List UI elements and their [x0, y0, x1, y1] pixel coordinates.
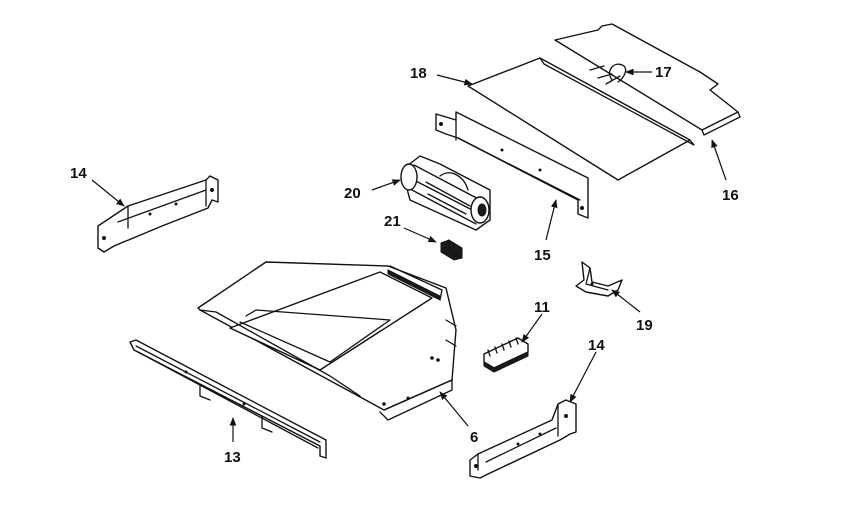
callout-top-panel: 16 — [722, 187, 739, 204]
callout-wire-clip: 17 — [655, 64, 672, 81]
callout-top-cover: 18 — [410, 65, 427, 82]
callout-mount-bracket: 19 — [636, 317, 653, 334]
part-blower-fan[interactable] — [400, 155, 491, 231]
callout-duct-assembly: 6 — [470, 429, 478, 446]
part-left-side-bracket[interactable] — [97, 175, 219, 253]
callout-labels: 18 17 16 15 20 21 14 19 11 14 6 13 — [70, 64, 739, 466]
part-terminal-block[interactable] — [483, 337, 529, 373]
leader-lines — [91, 68, 727, 442]
callout-left-side-bracket: 14 — [70, 165, 87, 182]
part-top-cover[interactable] — [467, 57, 695, 181]
callout-rear-bracket: 15 — [534, 247, 551, 264]
part-mount-bracket[interactable] — [575, 261, 623, 297]
part-duct-assembly[interactable] — [197, 261, 457, 421]
part-clip[interactable] — [440, 239, 463, 261]
part-front-trim[interactable] — [129, 339, 327, 459]
callout-right-side-bracket: 14 — [588, 337, 605, 354]
part-wire-clip[interactable] — [605, 63, 627, 85]
callout-terminal-block: 11 — [534, 299, 550, 316]
callout-fan: 20 — [344, 185, 361, 202]
callout-clip: 21 — [384, 213, 401, 230]
callout-front-trim: 13 — [224, 449, 241, 466]
part-rear-bracket[interactable] — [435, 111, 589, 219]
part-top-panel[interactable] — [554, 23, 741, 136]
part-right-side-bracket[interactable] — [469, 399, 577, 479]
